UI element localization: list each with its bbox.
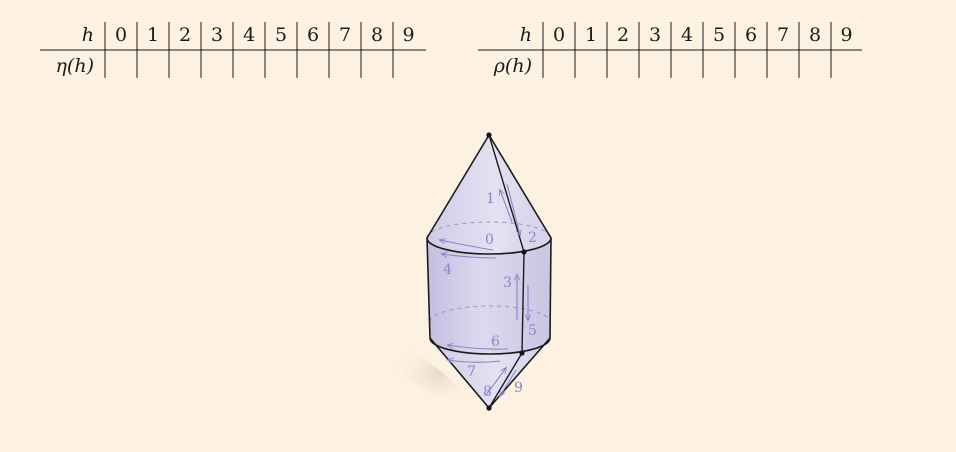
- edge-label-1: 1: [486, 191, 495, 207]
- solid-figure: 0 1 2 3 4 5 6 7 8 9: [390, 132, 552, 411]
- value-cell-6[interactable]: [298, 52, 328, 76]
- top-rim: [426, 237, 552, 255]
- hidden-edge-bottom: [429, 305, 551, 323]
- column-header-7: 7: [339, 24, 351, 46]
- column-header-2: 2: [179, 24, 191, 46]
- value-cell-0[interactable]: [106, 52, 136, 76]
- column-header-8: 8: [809, 24, 821, 46]
- edge-label-6: 6: [491, 334, 500, 350]
- arrow-0: [440, 240, 494, 251]
- hidden-edge-top: [426, 221, 552, 239]
- edge-label-5: 5: [528, 323, 537, 339]
- arrow-8: [485, 368, 506, 396]
- column-header-6: 6: [745, 24, 757, 46]
- value-cell-1[interactable]: [576, 52, 606, 76]
- edge-label-2: 2: [528, 230, 537, 246]
- column-header-6: 6: [307, 24, 319, 46]
- row-header-eta: η(h): [56, 55, 94, 77]
- vertex-seam-bottom: [519, 350, 525, 356]
- seam-lower: [488, 352, 523, 409]
- column-header-0: 0: [115, 24, 127, 46]
- row-header-rho: ρ(h): [493, 55, 532, 77]
- figure-shadow: [390, 338, 488, 408]
- arrow-9: [500, 369, 517, 396]
- row-header-h: h: [520, 24, 532, 46]
- column-header-9: 9: [840, 24, 852, 46]
- value-cell-0[interactable]: [544, 52, 574, 76]
- edge-label-7: 7: [467, 364, 476, 380]
- arrow-6: [448, 345, 509, 350]
- row-header-h: h: [82, 24, 94, 46]
- column-header-1: 1: [585, 24, 597, 46]
- value-cell-5[interactable]: [704, 52, 734, 76]
- value-cell-4[interactable]: [672, 52, 702, 76]
- value-cell-8[interactable]: [800, 52, 830, 76]
- column-header-5: 5: [275, 24, 287, 46]
- value-cell-3[interactable]: [640, 52, 670, 76]
- column-header-8: 8: [371, 24, 383, 46]
- column-header-1: 1: [147, 24, 159, 46]
- vertex-apex-top: [486, 132, 492, 138]
- value-cell-9[interactable]: [832, 52, 861, 76]
- value-cell-7[interactable]: [330, 52, 360, 76]
- cylinder-body: [427, 238, 551, 354]
- arrow-4: [442, 254, 497, 259]
- edge-label-9: 9: [514, 380, 523, 396]
- value-cell-5[interactable]: [266, 52, 296, 76]
- value-cell-4[interactable]: [234, 52, 264, 76]
- column-header-3: 3: [211, 24, 223, 46]
- value-cell-2[interactable]: [170, 52, 200, 76]
- edge-label-8: 8: [483, 384, 492, 400]
- value-cell-1[interactable]: [138, 52, 168, 76]
- value-cell-2[interactable]: [608, 52, 638, 76]
- value-cell-9[interactable]: [394, 52, 423, 76]
- column-header-5: 5: [713, 24, 725, 46]
- arrow-2: [506, 183, 520, 235]
- bottom-rim: [429, 337, 551, 355]
- arrow-1: [500, 190, 513, 223]
- value-cell-7[interactable]: [768, 52, 798, 76]
- column-header-4: 4: [681, 24, 693, 46]
- column-header-3: 3: [649, 24, 661, 46]
- edge-label-3: 3: [503, 275, 512, 291]
- seam-middle: [521, 251, 525, 354]
- vertex-apex-bottom: [486, 405, 492, 411]
- column-header-9: 9: [402, 24, 414, 46]
- value-cell-6[interactable]: [736, 52, 766, 76]
- column-header-2: 2: [617, 24, 629, 46]
- arrow-7: [448, 360, 501, 362]
- vertex-seam-top: [521, 249, 527, 255]
- edge-label-0: 0: [485, 232, 494, 248]
- value-cell-8[interactable]: [362, 52, 392, 76]
- column-header-0: 0: [553, 24, 565, 46]
- edge-label-4: 4: [443, 262, 452, 278]
- column-header-7: 7: [777, 24, 789, 46]
- column-header-4: 4: [243, 24, 255, 46]
- value-cell-3[interactable]: [202, 52, 232, 76]
